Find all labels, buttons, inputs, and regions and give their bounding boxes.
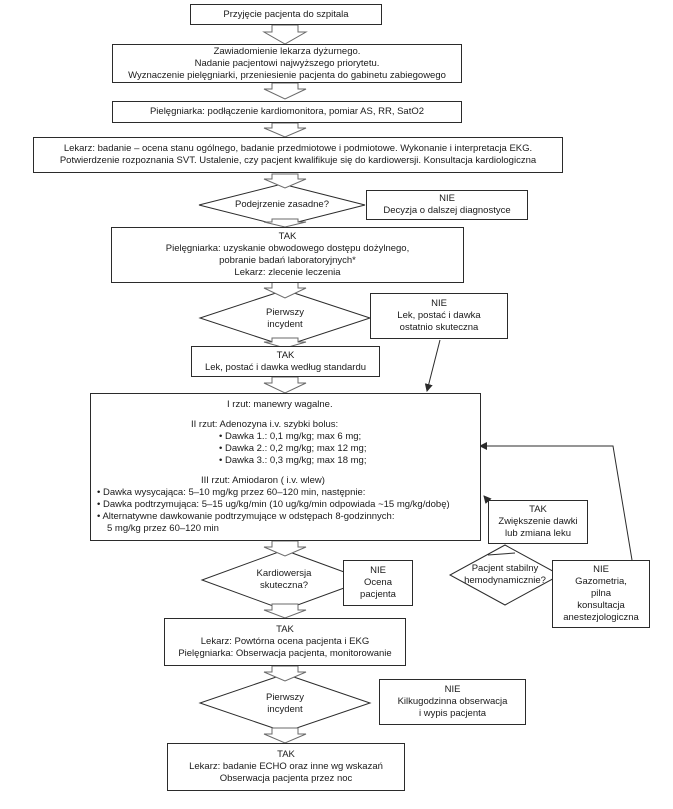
flow-arrow-6 (263, 281, 307, 299)
treatment-box: I rzut: manewry wagalne. II rzut: Adenoz… (90, 393, 481, 541)
admission-text: Przyjęcie pacjenta do szpitala (223, 8, 349, 20)
treatment-line-1: I rzut: manewry wagalne. (227, 399, 333, 410)
treatment-dose-3: • Dawka 3.: 0,3 mg/kg; max 18 mg; (219, 455, 367, 466)
cardioversion-line-1: Kardiowersja (256, 568, 312, 579)
connector-stable-no-to-treatment (479, 442, 633, 561)
first-incident-yes-label: TAK (276, 349, 295, 361)
treatment-item-4: 5 mg/kg przez 60–120 min (107, 523, 219, 534)
increase-dose-line-1: Zwiększenie dawki (498, 516, 578, 527)
stable-no-line-3: konsultacja (577, 600, 625, 611)
cardioversion-no-line-1: Ocena (364, 577, 392, 588)
suspicion-no-box: NIE Decyzja o dalszej diagnostyce (366, 190, 528, 220)
first-incident-no-label: NIE (431, 298, 447, 309)
doctor-exam-line-2: Potwierdzenie rozpoznania SVT. Ustalenie… (59, 155, 537, 166)
second-incident-line-2: incydent (267, 704, 303, 715)
notify-line-3: Wyznaczenie pielęgniarki, przeniesienie … (128, 69, 446, 81)
connector-stable-to-increase (487, 552, 516, 556)
stable-no-line-2: pilna (590, 588, 612, 599)
second-incident-no-line-2: i wypis pacjenta (418, 708, 487, 719)
stable-no-label: NIE (593, 564, 609, 575)
first-incident-no-box: NIE Lek, postać i dawka ostatnio skutecz… (370, 293, 508, 339)
treatment-dose-1: • Dawka 1.: 0,1 mg/kg; max 6 mg; (219, 431, 362, 442)
second-incident-no-label: NIE (444, 684, 461, 695)
suspicion-question: Podejrzenie zasadne? (217, 199, 347, 211)
stable-line-1: Pacjent stabilny (471, 563, 539, 574)
increase-dose-label: TAK (529, 504, 547, 515)
suspicion-no-label: NIE (439, 193, 455, 204)
final-yes-line-1: Lekarz: badanie ECHO oraz inne wg wskaza… (189, 761, 383, 772)
suspicion-yes-line-1: Pielęgniarka: uzyskanie obwodowego dostę… (165, 243, 410, 254)
cardioversion-question: Kardiowersja skuteczna? (244, 568, 324, 592)
first-incident-no-line-1: Lek, postać i dawka (397, 310, 481, 321)
flow-arrow-1 (262, 24, 308, 45)
cardioversion-yes-line-1: Lekarz: Powtórna ocena pacjenta i EKG (200, 636, 370, 647)
flow-arrow-7 (263, 337, 307, 349)
increase-dose-box: TAK Zwiększenie dawki lub zmiana leku (488, 500, 588, 544)
connector-no-to-treatment (424, 339, 441, 392)
flow-arrow-8 (263, 376, 307, 394)
flow-arrow-9 (263, 540, 307, 557)
final-yes-box: TAK Lekarz: badanie ECHO oraz inne wg ws… (167, 743, 405, 791)
cardioversion-no-box: NIE Ocena pacjenta (343, 560, 413, 606)
nurse-monitor-text: Pielęgniarka: podłączenie kardiomonitora… (149, 106, 425, 117)
flow-arrow-3 (263, 122, 307, 138)
decision-diamond-stable (448, 544, 562, 606)
suspicion-no-text: Decyzja o dalszej diagnostyce (383, 205, 511, 216)
second-incident-no-line-1: Kilkugodzinna obserwacja (397, 696, 508, 707)
admission-box: Przyjęcie pacjenta do szpitala (190, 4, 382, 25)
stable-line-2: hemodynamicznie? (464, 575, 546, 586)
nurse-monitor-box: Pielęgniarka: podłączenie kardiomonitora… (112, 101, 462, 123)
stable-question: Pacjent stabilny hemodynamicznie? (455, 563, 555, 587)
treatment-item-2: • Dawka podtrzymująca: 5–15 ug/kg/min (1… (97, 499, 450, 510)
suspicion-yes-label: TAK (278, 231, 297, 242)
suspicion-question-text: Podejrzenie zasadne? (234, 199, 329, 210)
flow-arrow-4 (263, 173, 307, 189)
stable-no-box: NIE Gazometria, pilna konsultacja aneste… (552, 560, 650, 628)
treatment-dose-2: • Dawka 2.: 0,2 mg/kg; max 12 mg; (219, 443, 367, 454)
doctor-exam-line-1: Lekarz: badanie – ocena stanu ogólnego, … (63, 143, 533, 154)
first-incident-line-2: incydent (267, 319, 303, 330)
flow-arrow-11 (263, 665, 307, 682)
stable-no-line-4: anestezjologiczna (563, 612, 639, 623)
flow-arrow-2 (263, 82, 307, 100)
second-incident-line-1: Pierwszy (265, 692, 304, 703)
treatment-line-3-title: III rzut: Amiodaron ( i.v. wlew) (201, 475, 325, 486)
cardioversion-yes-box: TAK Lekarz: Powtórna ocena pacjenta i EK… (164, 618, 406, 666)
cardioversion-yes-label: TAK (276, 624, 294, 635)
flow-arrow-10 (263, 603, 307, 619)
final-yes-line-2: Obserwacja pacjenta przez noc (219, 773, 353, 784)
treatment-item-3: • Alternatywne dawkowanie podtrzymujące … (97, 511, 395, 522)
flow-arrow-12 (263, 727, 307, 744)
cardioversion-no-label: NIE (370, 565, 386, 576)
cardioversion-line-2: skuteczna? (259, 580, 309, 591)
first-incident-yes-text: Lek, postać i dawka według standardu (204, 361, 367, 373)
final-yes-label: TAK (277, 749, 295, 760)
increase-dose-line-2: lub zmiana leku (504, 528, 571, 539)
treatment-item-1: • Dawka wysycająca: 5–10 mg/kg przez 60–… (97, 487, 366, 498)
first-incident-no-line-2: ostatnio skuteczna (399, 322, 479, 333)
first-incident-line-1: Pierwszy (265, 307, 304, 318)
suspicion-yes-box: TAK Pielęgniarka: uzyskanie obwodowego d… (111, 227, 464, 283)
second-incident-no-box: NIE Kilkugodzinna obserwacja i wypis pac… (379, 679, 526, 725)
second-incident-question: Pierwszy incydent (235, 692, 335, 716)
cardioversion-no-line-2: pacjenta (360, 589, 396, 600)
stable-no-line-1: Gazometria, (575, 576, 627, 587)
first-incident-yes-box: TAK Lek, postać i dawka według standardu (191, 346, 380, 377)
suspicion-yes-line-2: pobranie badań laboratoryjnych* (219, 255, 356, 266)
notify-line-1: Zawiadomienie lekarza dyżurnego. (213, 45, 361, 57)
treatment-line-2-title: II rzut: Adenozyna i.v. szybki bolus: (191, 419, 339, 430)
notify-line-2: Nadanie pacjentowi najwyższego priorytet… (194, 57, 380, 69)
notify-box: Zawiadomienie lekarza dyżurnego. Nadanie… (112, 44, 462, 83)
cardioversion-yes-line-2: Pielęgniarka: Obserwacja pacjenta, monit… (178, 648, 392, 659)
first-incident-question: Pierwszy incydent (235, 307, 335, 331)
suspicion-yes-line-3: Lekarz: zlecenie leczenia (234, 267, 341, 278)
doctor-exam-box: Lekarz: badanie – ocena stanu ogólnego, … (33, 137, 563, 173)
flow-arrow-5 (263, 218, 307, 228)
